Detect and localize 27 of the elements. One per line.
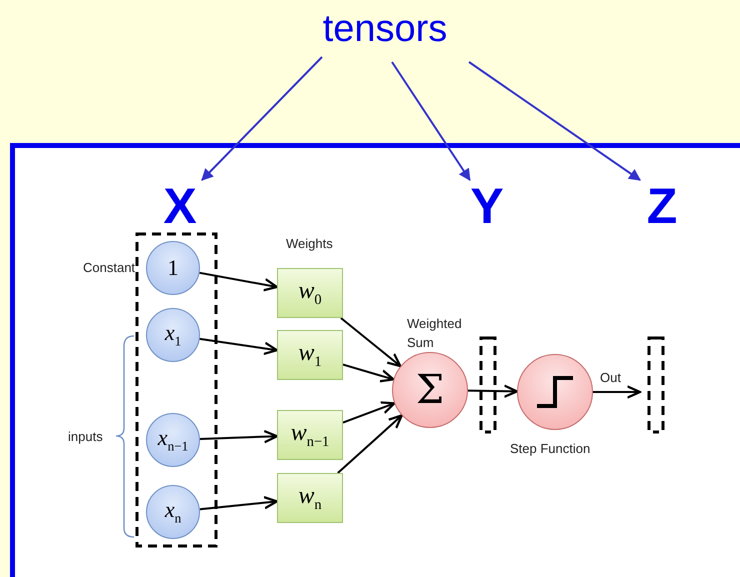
arrow — [342, 364, 395, 382]
arrow — [391, 61, 471, 181]
arrow — [337, 414, 403, 474]
arrow — [468, 61, 641, 181]
arrow — [342, 401, 396, 424]
edge-label: Out — [600, 370, 621, 385]
node-caption: Step Function — [510, 441, 590, 456]
node-caption: Constant — [83, 260, 136, 275]
arrow — [200, 496, 278, 510]
arrow — [468, 384, 518, 398]
tensors-label: tensors — [315, 4, 455, 54]
node-caption: Weighted Sum — [407, 315, 463, 352]
weight-box: w$_{n−1}$ — [277, 410, 343, 460]
axis-letter: Z — [640, 180, 684, 232]
weight-box: w$_{1}$ — [277, 330, 343, 380]
section-heading: Weights — [286, 236, 333, 251]
weight-box: w$_{0}$ — [277, 268, 343, 318]
arrow — [199, 272, 278, 292]
axis-letter: Y — [465, 180, 509, 232]
arrow — [201, 56, 323, 181]
arrow — [200, 430, 278, 444]
arrow — [200, 338, 278, 356]
arrow — [593, 385, 642, 399]
arrow — [340, 317, 402, 368]
weight-box: w$_{n}$ — [277, 473, 343, 523]
axis-letter: X — [158, 180, 202, 232]
group-label: inputs — [68, 429, 103, 444]
